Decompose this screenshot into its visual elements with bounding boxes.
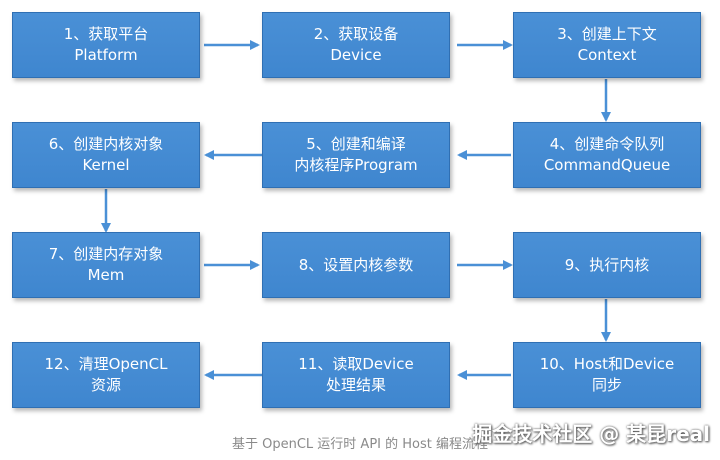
watermark: 掘金技术社区 @ 某昆real <box>472 422 710 446</box>
step-3-create-context: 3、创建上下文 Context <box>513 12 701 78</box>
step-5-title: 5、创建和编译 <box>306 135 406 153</box>
step-4-create-command-queue: 4、创建命令队列 CommandQueue <box>513 122 701 188</box>
step-12-subtitle: 资源 <box>90 376 121 394</box>
step-11-subtitle: 处理结果 <box>325 376 386 394</box>
step-10-subtitle: 同步 <box>591 376 622 394</box>
step-8-title: 8、设置内核参数 <box>298 255 414 274</box>
step-10-title: 10、Host和Device <box>539 355 675 373</box>
step-1-title: 1、获取平台 <box>63 25 149 43</box>
step-1-get-platform: 1、获取平台 Platform <box>12 12 200 78</box>
step-6-subtitle: Kernel <box>82 156 130 174</box>
step-3-subtitle: Context <box>577 46 637 64</box>
step-11-title: 11、读取Device <box>298 355 414 373</box>
step-4-title: 4、创建命令队列 <box>549 135 665 153</box>
step-1-subtitle: Platform <box>74 46 138 64</box>
step-12-cleanup: 12、清理OpenCL 资源 <box>12 342 200 408</box>
step-4-subtitle: CommandQueue <box>543 156 671 174</box>
step-9-title: 9、执行内核 <box>564 255 650 274</box>
step-7-create-mem: 7、创建内存对象 Mem <box>12 232 200 298</box>
step-11-read-results: 11、读取Device 处理结果 <box>262 342 450 408</box>
figure-caption: 基于 OpenCL 运行时 API 的 Host 编程流程 <box>231 437 488 452</box>
step-7-title: 7、创建内存对象 <box>48 245 164 263</box>
step-2-subtitle: Device <box>330 46 382 64</box>
step-12-title: 12、清理OpenCL <box>44 355 168 373</box>
step-2-title: 2、获取设备 <box>313 25 399 43</box>
step-9-run-kernel: 9、执行内核 <box>513 232 701 298</box>
step-5-build-program: 5、创建和编译 内核程序Program <box>262 122 450 188</box>
step-6-create-kernel: 6、创建内核对象 Kernel <box>12 122 200 188</box>
step-7-subtitle: Mem <box>87 266 125 284</box>
step-8-set-kernel-args: 8、设置内核参数 <box>262 232 450 298</box>
step-10-sync: 10、Host和Device 同步 <box>513 342 701 408</box>
step-5-subtitle: 内核程序Program <box>294 156 418 174</box>
step-2-get-device: 2、获取设备 Device <box>262 12 450 78</box>
step-6-title: 6、创建内核对象 <box>48 135 164 153</box>
step-3-title: 3、创建上下文 <box>557 25 657 43</box>
